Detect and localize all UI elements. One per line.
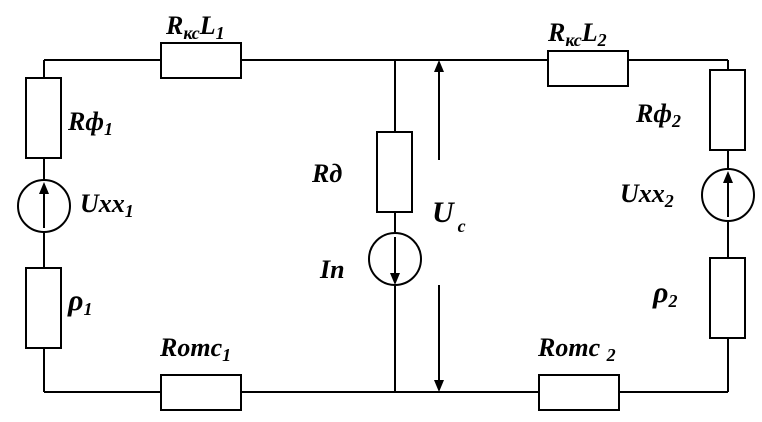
resistor-rho1 xyxy=(25,267,62,349)
label-romc1: Romc1 xyxy=(159,333,231,365)
resistor-rd xyxy=(376,131,413,213)
voltage-source-uxx2 xyxy=(701,168,755,222)
label-uxx1: Uxx1 xyxy=(80,189,134,221)
voltage-uc-arrow xyxy=(434,60,444,392)
label-rks-l1: RксL1 xyxy=(165,11,225,43)
wires xyxy=(43,59,729,393)
label-rks-l2: RксL2 xyxy=(547,18,607,50)
label-rf2: Rф2 xyxy=(635,99,681,131)
resistor-rf2 xyxy=(709,69,746,151)
label-uxx2: Uxx2 xyxy=(620,179,674,211)
label-romc2: Romc 2 xyxy=(537,333,616,365)
label-rho1: ρ1 xyxy=(67,284,92,319)
current-source-in xyxy=(368,232,422,286)
voltage-source-uxx1 xyxy=(17,179,71,233)
label-rf1: Rф1 xyxy=(67,107,113,139)
resistor-rf1 xyxy=(25,77,62,159)
label-rd: Rд xyxy=(311,159,342,188)
resistor-romc2 xyxy=(538,374,620,411)
resistor-rks-l2 xyxy=(547,50,629,87)
label-in: In xyxy=(319,255,345,284)
resistor-romc1 xyxy=(160,374,242,411)
resistor-rho2 xyxy=(709,257,746,339)
resistor-rks-l1 xyxy=(160,42,242,79)
label-rho2: ρ2 xyxy=(652,276,677,311)
